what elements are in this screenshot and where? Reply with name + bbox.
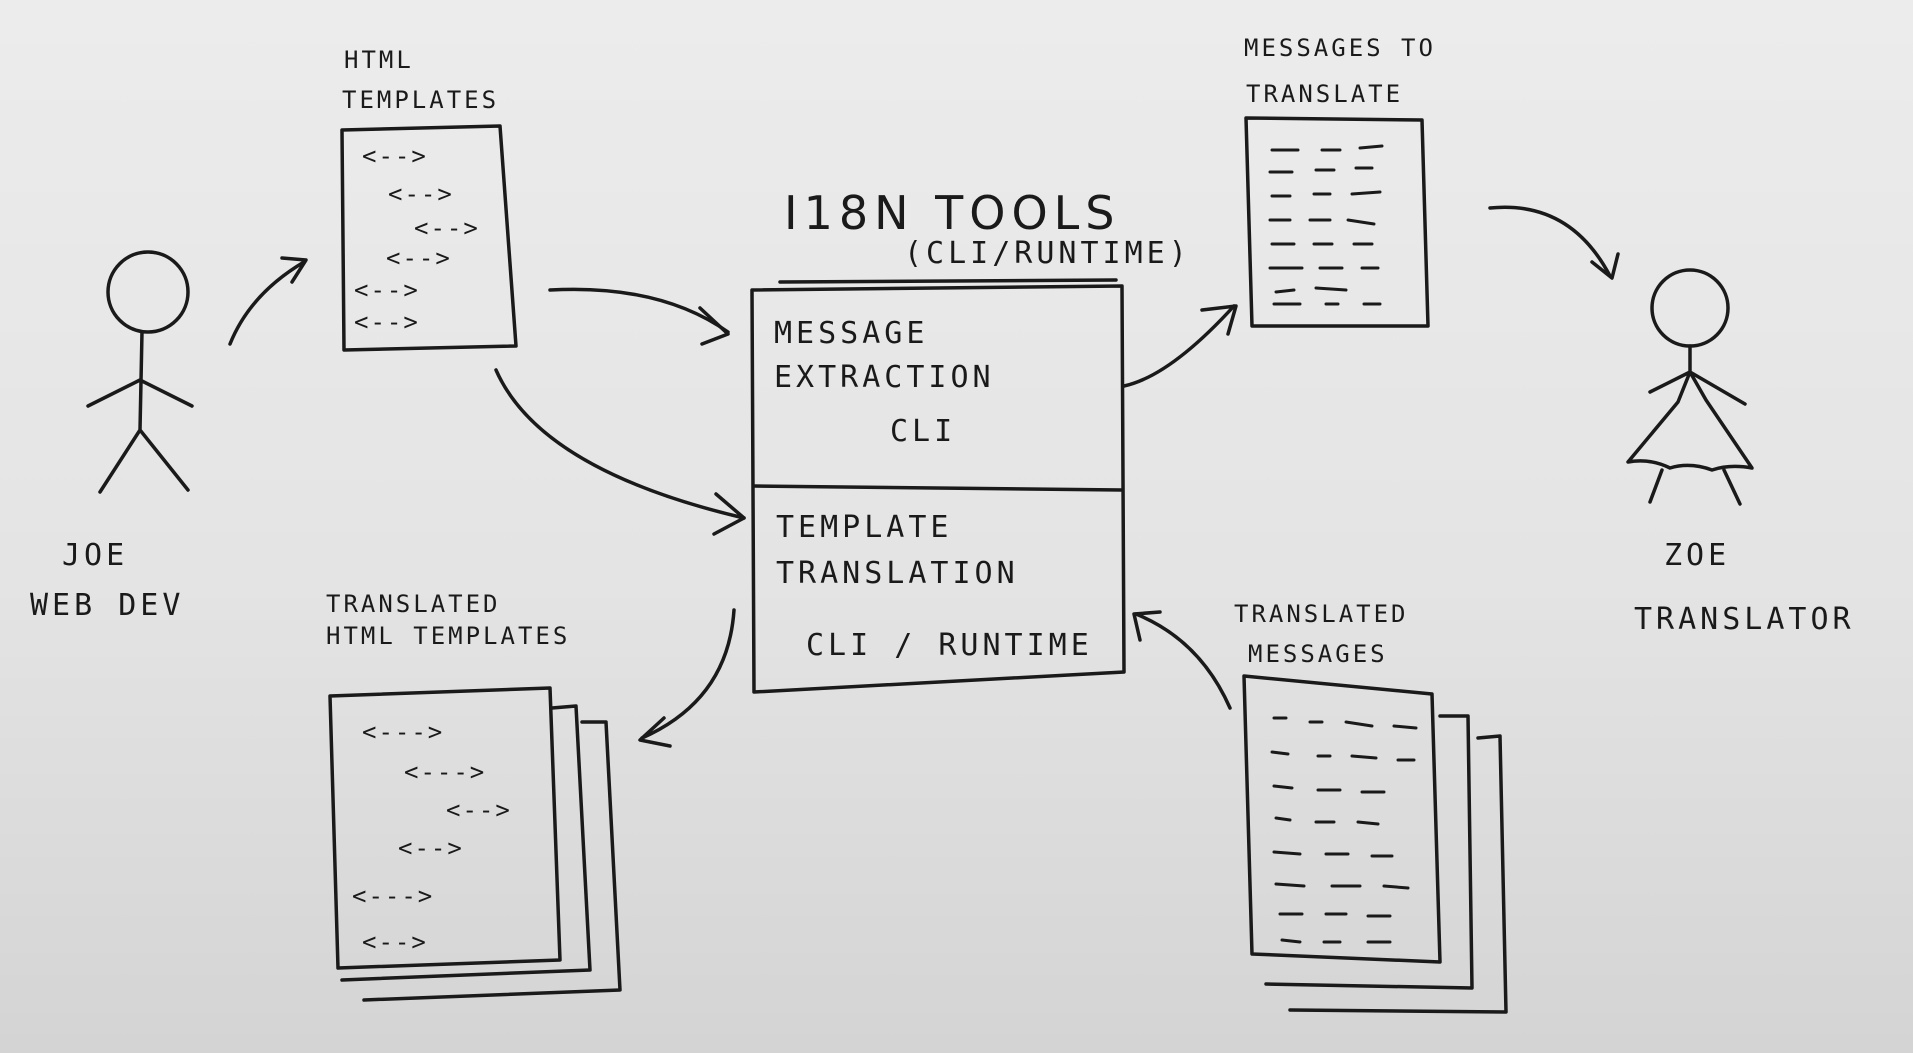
template-tag: <---> bbox=[362, 718, 445, 746]
zoe-name-label: ZOE bbox=[1664, 538, 1731, 573]
tools-subtitle: (CLI/RUNTIME) bbox=[904, 236, 1191, 271]
translation-line1: TEMPLATE bbox=[776, 510, 953, 545]
messages-to-translate-page bbox=[1244, 116, 1430, 328]
html-templates-title-line1: HTML bbox=[344, 46, 414, 74]
messages-to-translate-title-line1: MESSAGES TO bbox=[1244, 34, 1436, 62]
tools-title: I18N TOOLS bbox=[784, 186, 1121, 240]
translated-messages-title-line1: TRANSLATED bbox=[1234, 600, 1409, 628]
arrow-joe-to-templates bbox=[228, 256, 308, 346]
template-tag: <--> bbox=[354, 276, 420, 304]
template-tag: <--> bbox=[354, 308, 420, 336]
translation-line3: CLI / RUNTIME bbox=[806, 628, 1093, 663]
template-tag: <--> bbox=[398, 834, 464, 862]
extraction-line2: EXTRACTION bbox=[774, 360, 995, 395]
arrow-messages-to-zoe bbox=[1488, 205, 1620, 280]
extraction-line3: CLI bbox=[890, 414, 957, 449]
arrow-templates-to-extraction bbox=[548, 287, 730, 346]
translated-messages-title-line2: MESSAGES bbox=[1248, 640, 1388, 668]
joe-name-label: JOE bbox=[62, 538, 129, 573]
template-tag: <--> bbox=[388, 180, 454, 208]
messages-to-translate-title-line2: TRANSLATE bbox=[1246, 80, 1404, 108]
template-tag: <--> bbox=[362, 928, 428, 956]
template-tag: <---> bbox=[404, 758, 487, 786]
template-tag: <--> bbox=[414, 214, 480, 242]
joe-figure-icon bbox=[86, 250, 194, 494]
arrow-translated-messages-to-translation bbox=[1132, 610, 1232, 710]
template-tag: <--> bbox=[362, 142, 428, 170]
arrow-translation-to-translated-templates bbox=[638, 608, 736, 748]
html-templates-page bbox=[340, 124, 518, 352]
arrow-templates-to-translation bbox=[494, 368, 746, 536]
template-tag: <---> bbox=[352, 882, 435, 910]
translated-messages-stack bbox=[1242, 674, 1508, 1014]
template-tag: <--> bbox=[446, 796, 512, 824]
translated-templates-stack bbox=[328, 686, 622, 1002]
joe-role-label: WEB DEV bbox=[30, 588, 185, 623]
zoe-figure-icon bbox=[1626, 268, 1754, 506]
html-templates-title-line2: TEMPLATES bbox=[342, 86, 500, 114]
arrow-extraction-to-messages bbox=[1122, 304, 1238, 388]
template-tag: <--> bbox=[386, 244, 452, 272]
translation-line2: TRANSLATION bbox=[776, 556, 1019, 591]
translated-templates-title-line1: TRANSLATED bbox=[326, 590, 501, 618]
zoe-role-label: TRANSLATOR bbox=[1634, 602, 1855, 637]
translated-templates-title-line2: HTML TEMPLATES bbox=[326, 622, 571, 650]
extraction-line1: MESSAGE bbox=[774, 316, 929, 351]
i18n-tools-box bbox=[750, 278, 1126, 694]
